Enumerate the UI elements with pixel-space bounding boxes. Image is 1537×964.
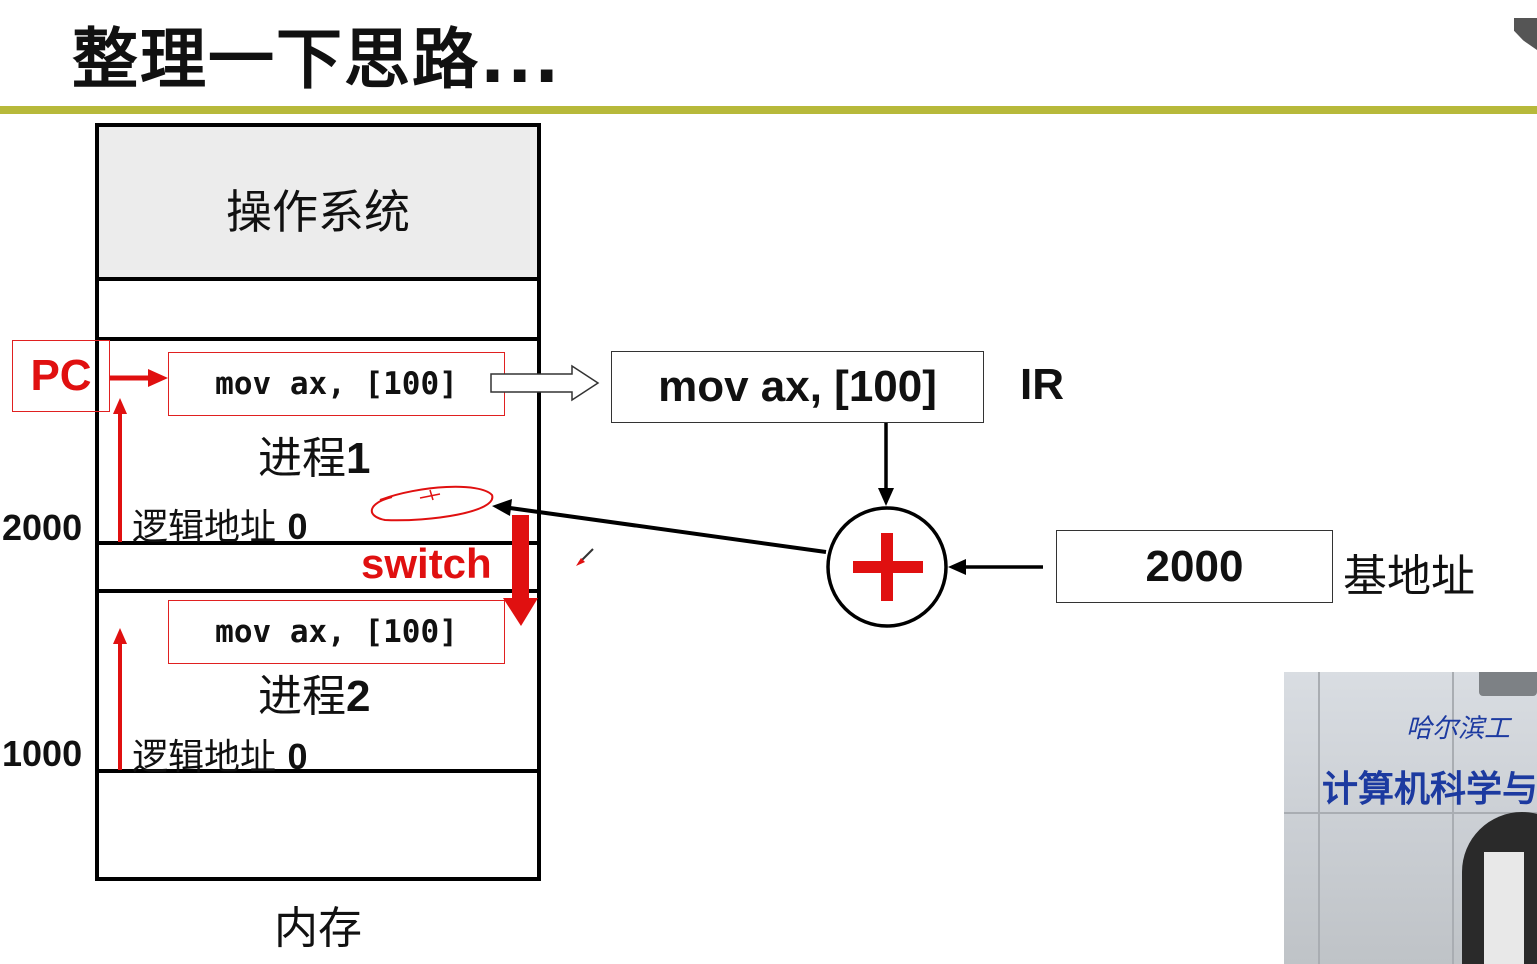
pc-register: PC (12, 340, 110, 412)
process2-logical-address: 逻辑地址 0 (132, 736, 308, 778)
ir-to-adder-arrow (878, 423, 894, 506)
title-divider (0, 106, 1537, 114)
memory-divider (95, 769, 541, 773)
switch-label: switch (361, 540, 492, 587)
process1-label: 进程1 (258, 433, 371, 484)
process2-range-arrow (113, 628, 127, 770)
adder-to-memory-arrow (492, 499, 827, 554)
process2-label: 进程2 (258, 671, 371, 722)
os-region (99, 127, 537, 277)
video-caption-line1: 哈尔滨工 (1406, 714, 1511, 744)
process2-instruction: mov ax, [100] (168, 600, 505, 664)
memory-divider (95, 541, 541, 545)
memory-divider (95, 589, 541, 593)
switch-arrow (503, 515, 538, 626)
annotation-scribble (371, 485, 494, 522)
base-label: 基地址 (1343, 551, 1475, 602)
video-caption-line2: 计算机科学与 (1322, 769, 1537, 810)
memory-divider (95, 337, 541, 341)
pen-cursor-icon (576, 548, 594, 566)
slide-title: 整理一下思路... (72, 21, 562, 98)
university-logo-icon (1479, 672, 1537, 696)
pc-arrow (110, 369, 168, 387)
address-2000: 2000 (2, 507, 83, 548)
fetch-arrow (490, 364, 600, 402)
process1-instruction: mov ax, [100] (168, 352, 505, 416)
memory-block (95, 123, 541, 881)
lecturer-video: 哈尔滨工 计算机科学与 (1284, 672, 1537, 964)
memory-divider (95, 277, 541, 281)
base-to-adder-arrow (948, 559, 1043, 575)
base-register: 2000 (1056, 530, 1333, 603)
process1-logical-address: 逻辑地址 0 (132, 506, 308, 548)
ir-label: IR (1020, 360, 1064, 409)
adder-circle (826, 506, 948, 628)
memory-label: 内存 (274, 903, 362, 954)
process1-range-arrow (113, 398, 127, 542)
ir-register: mov ax, [100] (611, 351, 984, 423)
address-1000: 1000 (2, 733, 83, 774)
os-label: 操作系统 (226, 185, 410, 239)
